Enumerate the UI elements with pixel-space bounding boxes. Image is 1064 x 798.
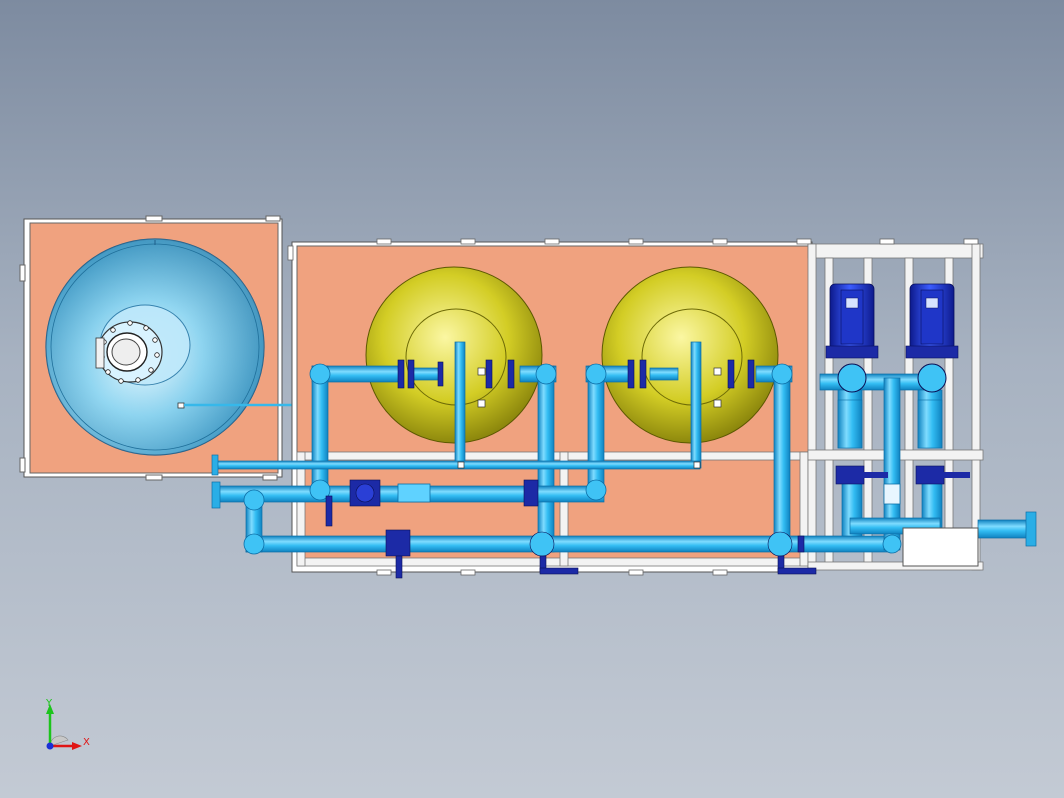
- pipe-elbows: [243, 363, 902, 555]
- sample-ports: [457, 367, 722, 469]
- vertical-pump-motor-icon[interactable]: [905, 283, 970, 485]
- axis-y-label: Y: [46, 698, 53, 709]
- control-box[interactable]: [902, 527, 979, 567]
- butterfly-valve-icon[interactable]: [397, 359, 755, 389]
- disc-outlet-nozzle: [177, 402, 185, 409]
- round-tank-top-icon[interactable]: [45, 238, 265, 456]
- axis-x-label: X: [83, 737, 90, 748]
- pressure-filter-tank-icon[interactable]: [601, 266, 779, 444]
- vertical-pump-motor-icon[interactable]: [825, 283, 888, 485]
- pump-check-valve: [883, 483, 901, 505]
- check-valve-body: [397, 483, 431, 503]
- pressure-filter-tank-icon[interactable]: [365, 266, 543, 444]
- xyz-axis-triad-icon: [46, 704, 82, 750]
- butterfly-valve-icon[interactable]: [325, 479, 817, 579]
